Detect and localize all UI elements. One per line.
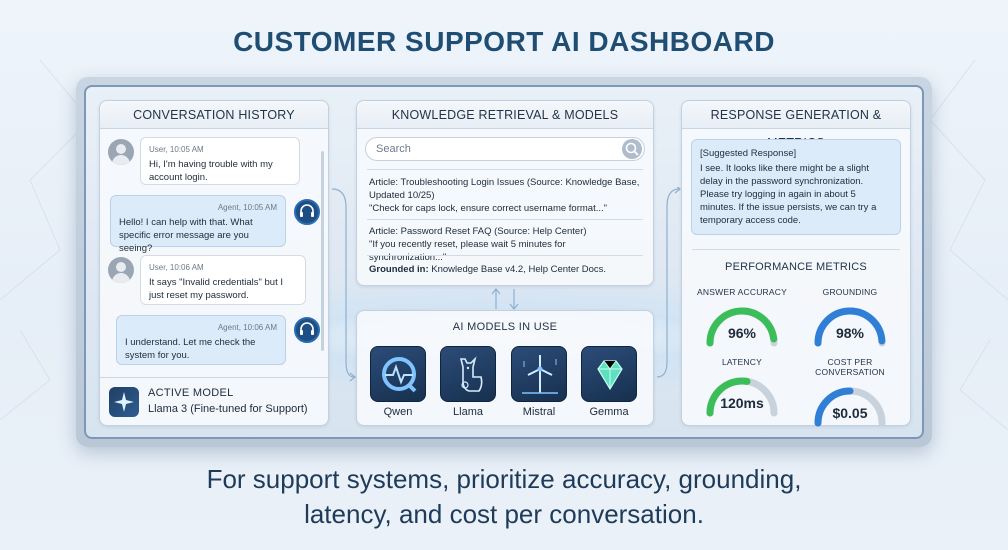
model-qwen[interactable]: Qwen bbox=[369, 346, 427, 418]
gauge: 120ms bbox=[702, 371, 782, 419]
article-title: Article: Password Reset FAQ (Source: Hel… bbox=[369, 226, 587, 237]
suggested-response[interactable]: [Suggested Response] I see. It looks lik… bbox=[691, 139, 901, 235]
gauge: $0.05 bbox=[810, 381, 890, 429]
headset-icon bbox=[294, 199, 320, 225]
metric-answer-accuracy: ANSWER ACCURACY 96% bbox=[692, 287, 792, 349]
metric-value: 120ms bbox=[720, 395, 764, 411]
message-text: Hello! I can help with that. What specif… bbox=[119, 217, 253, 254]
metric-value: 96% bbox=[727, 325, 757, 341]
footer-line-1: For support systems, prioritize accuracy… bbox=[206, 464, 802, 494]
metric-value: $0.05 bbox=[832, 405, 868, 421]
metric-latency: LATENCY 120ms bbox=[692, 357, 792, 419]
divider bbox=[692, 249, 900, 250]
response-metrics-panel: RESPONSE GENERATION & METRICS [Suggested… bbox=[681, 100, 911, 429]
suggested-response-text: I see. It looks like there might be a sl… bbox=[700, 163, 877, 226]
model-llama[interactable]: Llama bbox=[439, 346, 497, 418]
page-title: CUSTOMER SUPPORT AI DASHBOARD bbox=[233, 26, 775, 57]
article-result[interactable]: Article: Password Reset FAQ (Source: Hel… bbox=[369, 225, 643, 264]
gauge-fill bbox=[706, 307, 778, 347]
article-snippet: "Check for caps lock, ensure correct use… bbox=[369, 203, 608, 214]
user-avatar bbox=[108, 257, 134, 283]
article-result[interactable]: Article: Troubleshooting Login Issues (S… bbox=[369, 176, 643, 215]
gauge-fill bbox=[814, 307, 886, 347]
active-model-label: ACTIVE MODEL bbox=[148, 387, 234, 399]
ai-models-panel: AI MODELS IN USE Qwen Llama Mistral bbox=[356, 310, 654, 426]
wind-turbine-icon bbox=[511, 346, 567, 402]
search-placeholder: Search bbox=[376, 143, 411, 155]
model-gemma[interactable]: Gemma bbox=[580, 346, 638, 418]
model-label: Llama bbox=[453, 406, 483, 418]
dashboard-frame: CONVERSATION HISTORY User, 10:05 AM Hi, … bbox=[76, 77, 932, 447]
dashboard-inner: CONVERSATION HISTORY User, 10:05 AM Hi, … bbox=[84, 85, 924, 439]
model-label: Qwen bbox=[383, 406, 413, 418]
metric-grounding: GROUNDING 98% bbox=[800, 287, 900, 349]
metric-label: ANSWER ACCURACY bbox=[697, 287, 787, 297]
message-text: Hi, I'm having trouble with my account l… bbox=[149, 159, 273, 183]
article-title: Article: Troubleshooting Login Issues (S… bbox=[369, 177, 640, 201]
connector-right bbox=[656, 187, 681, 378]
user-message: User, 10:05 AM Hi, I'm having trouble wi… bbox=[140, 137, 300, 185]
grounded-in: Grounded in: Knowledge Base v4.2, Help C… bbox=[369, 263, 643, 276]
divider bbox=[367, 219, 643, 220]
footer-caption: For support systems, prioritize accuracy… bbox=[0, 462, 1008, 532]
message-text: I understand. Let me check the system fo… bbox=[125, 337, 256, 361]
footer-line-2: latency, and cost per conversation. bbox=[304, 499, 704, 529]
article-snippet: "If you recently reset, please wait 5 mi… bbox=[369, 239, 566, 263]
gauge-fill bbox=[706, 377, 751, 417]
message-text: It says "Invalid credentials" but I just… bbox=[149, 277, 284, 301]
gauge: 96% bbox=[702, 301, 782, 349]
gauge: 98% bbox=[810, 301, 890, 349]
message-meta: Agent, 10:05 AM bbox=[217, 203, 277, 212]
model-label: Mistral bbox=[522, 406, 556, 418]
history-scrollbar[interactable] bbox=[321, 151, 324, 351]
divider bbox=[367, 169, 643, 170]
message-meta: Agent, 10:06 AM bbox=[217, 323, 277, 332]
suggested-response-tag: [Suggested Response] bbox=[700, 148, 797, 159]
metric-value: 98% bbox=[835, 325, 865, 341]
performance-metrics-header: PERFORMANCE METRICS bbox=[725, 261, 867, 273]
metric-cost-per-conversation: COST PER CONVERSATION $0.05 bbox=[800, 357, 900, 429]
sparkle-icon bbox=[109, 387, 139, 417]
response-metrics-header: RESPONSE GENERATION & METRICS bbox=[682, 101, 910, 150]
knowledge-retrieval-panel: KNOWLEDGE RETRIEVAL & MODELS Search Arti… bbox=[356, 100, 654, 286]
active-model-value: Llama 3 (Fine-tuned for Support) bbox=[148, 403, 308, 415]
agent-message: Agent, 10:05 AM Hello! I can help with t… bbox=[110, 195, 286, 254]
llama-icon bbox=[440, 346, 496, 402]
message-meta: User, 10:05 AM bbox=[149, 145, 204, 154]
divider bbox=[367, 255, 643, 256]
conversation-history-header: CONVERSATION HISTORY bbox=[100, 101, 328, 129]
qwen-logo-icon bbox=[370, 346, 426, 402]
model-label: Gemma bbox=[589, 406, 629, 418]
headset-icon bbox=[294, 317, 320, 343]
search-icon[interactable] bbox=[622, 139, 642, 159]
message-meta: User, 10:06 AM bbox=[149, 263, 204, 272]
user-avatar bbox=[108, 139, 134, 165]
gauge-fill bbox=[814, 387, 854, 427]
metric-label: LATENCY bbox=[722, 357, 762, 367]
gem-icon bbox=[581, 346, 637, 402]
user-message: User, 10:06 AM It says "Invalid credenti… bbox=[140, 255, 306, 305]
conversation-history-panel: CONVERSATION HISTORY User, 10:05 AM Hi, … bbox=[99, 100, 329, 426]
model-mistral[interactable]: Mistral bbox=[510, 346, 568, 418]
grounded-label: Grounded in: bbox=[369, 264, 429, 275]
ai-models-header: AI MODELS IN USE bbox=[452, 321, 558, 333]
active-model[interactable]: ACTIVE MODEL Llama 3 (Fine-tuned for Sup… bbox=[100, 377, 328, 425]
metric-label: GROUNDING bbox=[822, 287, 878, 297]
connector-models bbox=[491, 288, 519, 310]
knowledge-retrieval-header: KNOWLEDGE RETRIEVAL & MODELS bbox=[357, 101, 653, 129]
search-input[interactable]: Search bbox=[365, 137, 645, 161]
agent-message: Agent, 10:06 AM I understand. Let me che… bbox=[116, 315, 286, 365]
grounded-value: Knowledge Base v4.2, Help Center Docs. bbox=[431, 264, 607, 275]
connector-left bbox=[331, 188, 356, 382]
metric-label: COST PER CONVERSATION bbox=[815, 357, 885, 377]
